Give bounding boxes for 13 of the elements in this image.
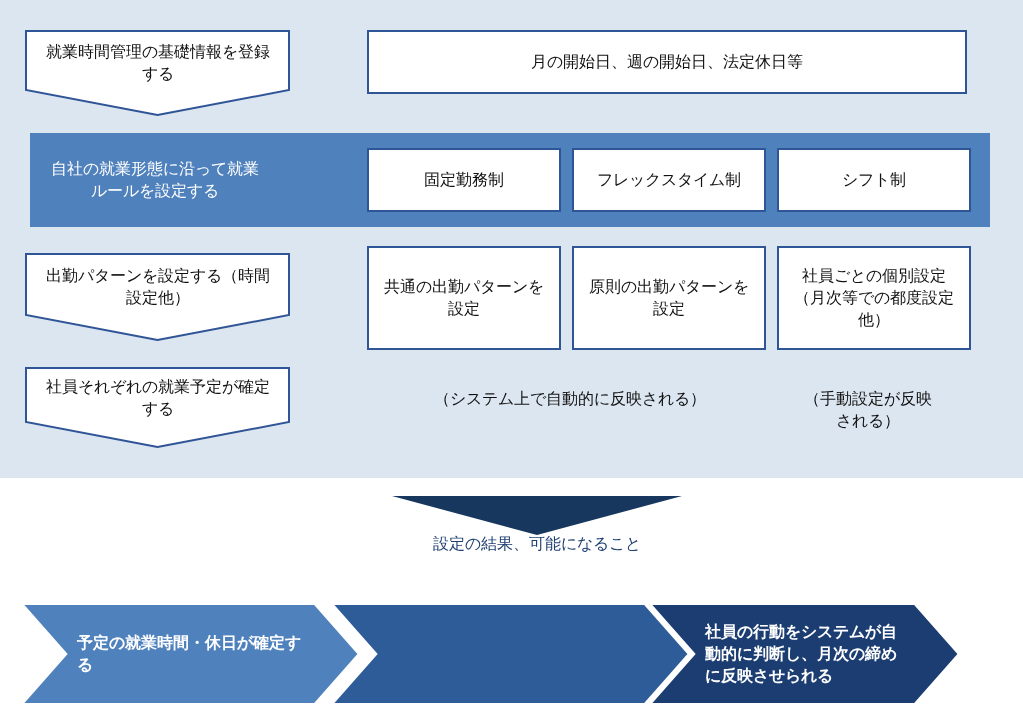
- note-text: （システム上で自動的に反映される）: [434, 388, 706, 410]
- step-label: 就業時間管理の基礎情報を登録する: [44, 41, 271, 85]
- section-caption: 設定の結果、可能になること: [433, 533, 641, 555]
- step-label: 社員それぞれの就業予定が確定する: [44, 375, 271, 420]
- step-label: 出勤パターンを設定する（時間設定他）: [44, 265, 271, 309]
- chevron-label: 社員の行動をシステムが自動的に判断し、月次の締めに反映させられる: [705, 621, 898, 687]
- step-pentagon: [25, 253, 290, 341]
- step-pentagon: [25, 30, 290, 116]
- step-pentagon: [25, 367, 290, 448]
- band-heading: 自社の就業形態に沿って就業ルールを設定する: [50, 158, 260, 202]
- note-text: （手動設定が反映される）: [802, 388, 933, 432]
- rule-band: [30, 133, 990, 227]
- chevron-label: 予定の就業時間・休日が確定する: [77, 632, 302, 676]
